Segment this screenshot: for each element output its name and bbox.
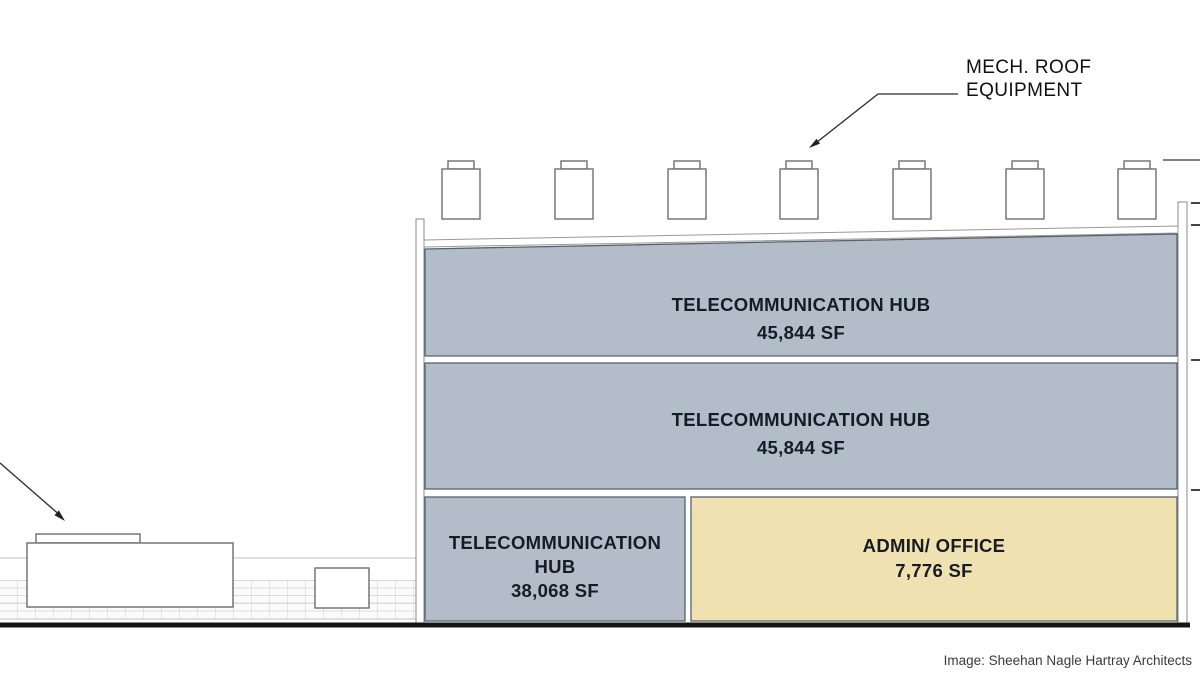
roof-unit (1117, 160, 1157, 220)
small-structure (314, 567, 370, 609)
roof-unit (779, 160, 819, 220)
floor3-hub-block (424, 233, 1178, 357)
mech-roof-label-line1: MECH. ROOF (966, 57, 1092, 78)
mech-roof-label-line2: EQUIPMENT (966, 80, 1083, 101)
floor1-hub-area: 38,068 SF (510, 580, 600, 601)
left-leader-line (0, 462, 63, 518)
floor2-name: TELECOMMUNICATION HUB (671, 409, 931, 430)
roof-slab (423, 225, 1179, 248)
roof-unit (554, 160, 594, 220)
floor1-admin-name: ADMIN/ OFFICE (862, 535, 1006, 556)
floor1-admin-area: 7,776 SF (895, 560, 973, 581)
floor1-admin-label: ADMIN/ OFFICE 7,776 SF (691, 533, 1177, 583)
floor3-label: TELECOMMUNICATION HUB 45,844 SF (425, 291, 1177, 347)
mech-leader-line (811, 93, 958, 147)
floor2-label: TELECOMMUNICATION HUB 45,844 SF (425, 406, 1177, 462)
small-building (26, 542, 234, 608)
floor1-hub-label: TELECOMMUNICATION HUB 38,068 SF (435, 531, 675, 603)
image-credit: Image: Sheehan Nagle Hartray Architects (943, 653, 1192, 668)
floor1-hub-block (424, 496, 686, 622)
floor1-hub-name: TELECOMMUNICATION HUB (448, 532, 662, 577)
mech-roof-equipment-label: MECH. ROOF EQUIPMENT (966, 56, 1091, 102)
roof-unit (667, 160, 707, 220)
floor3-name: TELECOMMUNICATION HUB (671, 294, 931, 315)
floor1-admin-block (690, 496, 1178, 622)
floor2-area: 45,844 SF (756, 437, 846, 458)
floor2-hub-block (424, 362, 1178, 490)
roof-equipment-units (441, 160, 1157, 220)
roof-unit (1005, 160, 1045, 220)
roof-unit (441, 160, 481, 220)
left-arrowhead-icon (54, 510, 65, 521)
mech-arrowhead-icon (809, 138, 820, 148)
floor3-area: 45,844 SF (756, 322, 846, 343)
roof-unit (892, 160, 932, 220)
